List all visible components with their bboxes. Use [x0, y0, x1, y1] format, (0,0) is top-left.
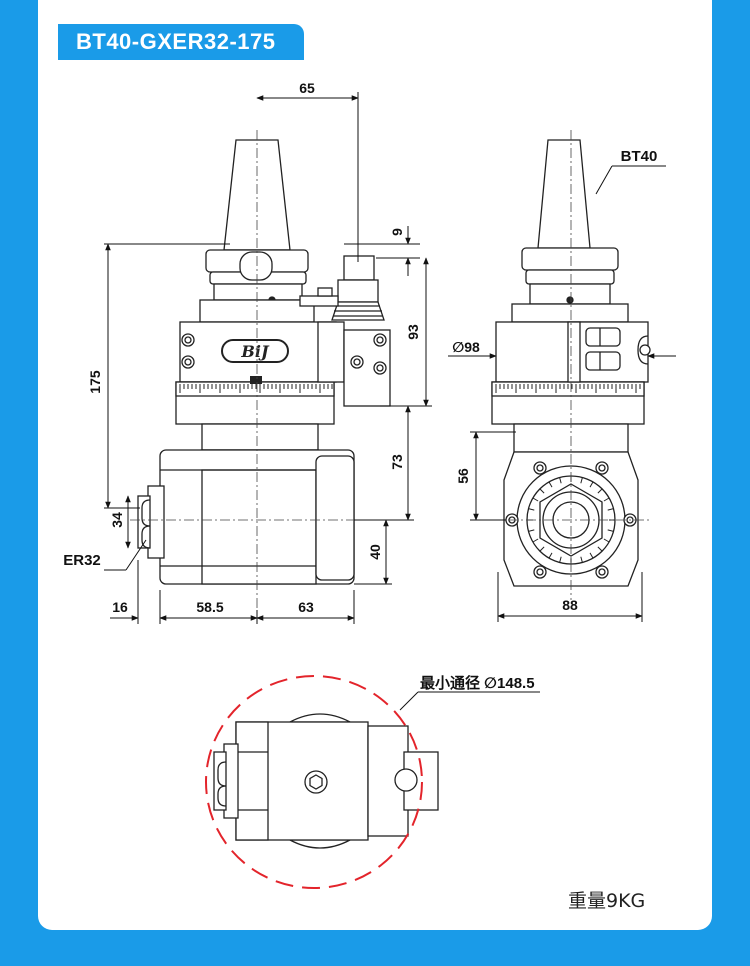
collet-tooth: [603, 497, 610, 502]
collet-teeth: [527, 476, 615, 564]
collet-tooth: [589, 481, 594, 488]
collet-tooth: [528, 508, 535, 511]
collet-tooth: [607, 508, 614, 511]
dimension-lines: [104, 92, 676, 624]
scale-marker: [250, 376, 262, 384]
collet-tooth: [589, 552, 594, 559]
center-lines-side: [490, 130, 652, 600]
collet-tooth: [607, 529, 614, 532]
collet-tooth: [532, 497, 539, 502]
dim-175: 175: [87, 370, 103, 394]
dim-88: 88: [562, 597, 578, 613]
center-lines-front: [130, 130, 370, 610]
front-view: [137, 139, 391, 585]
collet-tooth: [539, 488, 545, 494]
label-min-diameter: 最小通径 ∅148.5: [420, 674, 535, 692]
collet-tooth: [580, 556, 583, 563]
collet-tooth: [597, 488, 603, 494]
collet-tooth: [580, 477, 583, 484]
min-passage-circle: [205, 675, 423, 889]
brand-logo: BiJ: [240, 342, 270, 361]
dim-34: 34: [109, 512, 125, 528]
dim-58-5: 58.5: [196, 599, 223, 615]
collet-tooth: [528, 529, 535, 532]
top-view: [213, 713, 439, 849]
model-title: BT40-GXER32-175: [58, 24, 304, 60]
dim-9: 9: [389, 228, 405, 236]
collet-tooth: [559, 477, 562, 484]
dim-73: 73: [389, 454, 405, 470]
collet-tooth: [548, 481, 553, 488]
collet-tooth: [559, 556, 562, 563]
scale-ticks-side: [495, 384, 641, 393]
collet-tooth: [548, 552, 553, 559]
dim-65: 65: [299, 80, 315, 96]
dim-63: 63: [298, 599, 314, 615]
dim-40: 40: [367, 544, 383, 560]
dim-16: 16: [112, 599, 128, 615]
collet-tooth: [539, 546, 545, 552]
dim-56: 56: [455, 468, 471, 484]
dim-93: 93: [405, 324, 421, 340]
collet-tooth: [603, 538, 610, 543]
collet-tooth: [597, 546, 603, 552]
collet-tooth: [532, 538, 539, 543]
label-bt40: BT40: [621, 148, 658, 165]
scale-ticks-front: [179, 384, 333, 393]
dim-98: ∅98: [452, 339, 480, 355]
label-er32: ER32: [63, 552, 101, 569]
weight-label: 重量9KG: [568, 890, 646, 912]
